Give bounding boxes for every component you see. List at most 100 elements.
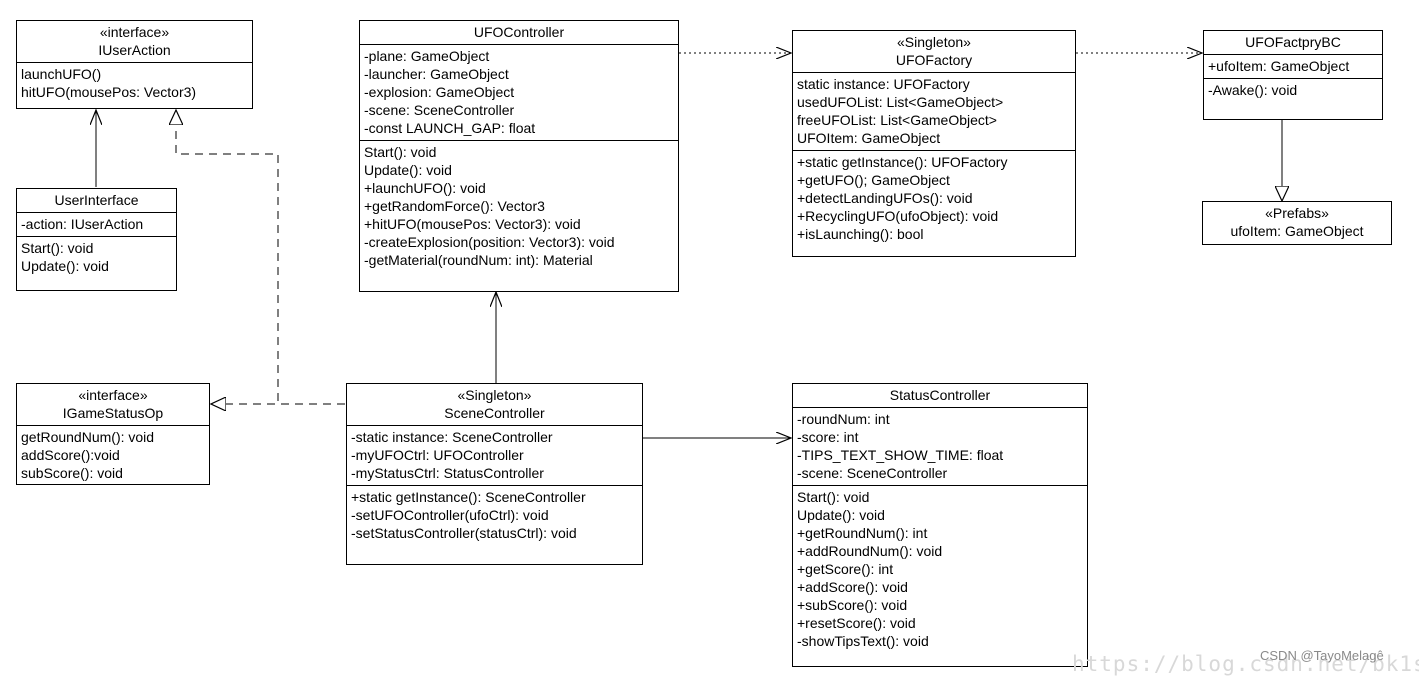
class-igamestatusop[interactable]: «interface» IGameStatusOp getRoundNum():… (16, 383, 210, 485)
attributes-compartment: -static instance: SceneController -myUFO… (347, 426, 642, 486)
attribute-row: -myStatusCtrl: StatusController (351, 465, 544, 481)
watermark-credit: CSDN @TayoMelagê (1260, 648, 1384, 663)
attribute-row: -static instance: SceneController (351, 429, 553, 445)
attributes-compartment: +ufoItem: GameObject (1204, 55, 1382, 79)
class-header: UFOFactpryBC (1204, 31, 1382, 55)
method-row: +hitUFO(mousePos: Vector3): void (364, 216, 581, 232)
methods-compartment: Start(): void Update(): void (17, 237, 176, 278)
methods-compartment: getRoundNum(): void addScore():void subS… (17, 426, 209, 485)
class-ufofactory[interactable]: «Singleton» UFOFactory static instance: … (792, 30, 1076, 257)
method-row: +resetScore(): void (797, 615, 916, 631)
attribute-row: -launcher: GameObject (364, 66, 509, 82)
methods-compartment: +static getInstance(): SceneController -… (347, 486, 642, 545)
method-row: +launchUFO(): void (364, 180, 486, 196)
class-header: «Singleton» UFOFactory (793, 31, 1075, 73)
attributes-compartment: -roundNum: int -score: int -TIPS_TEXT_SH… (793, 408, 1087, 486)
method-row: subScore(): void (21, 465, 123, 481)
method-row: Update(): void (797, 507, 885, 523)
methods-compartment: +static getInstance(): UFOFactory +getUF… (793, 151, 1075, 246)
connector-scenecontroller-realizes-iuseraction (176, 110, 345, 405)
method-row: +getRandomForce(): Vector3 (364, 198, 545, 214)
class-header: UserInterface (17, 189, 176, 213)
attributes-compartment: -action: IUserAction (17, 213, 176, 237)
class-name: StatusController (889, 387, 991, 403)
attribute-row: static instance: UFOFactory (797, 76, 970, 92)
attribute-row: UFOItem: GameObject (797, 130, 941, 146)
method-row: -setUFOController(ufoCtrl): void (351, 507, 549, 523)
attribute-row: -TIPS_TEXT_SHOW_TIME: float (797, 447, 1004, 463)
attribute-row: -plane: GameObject (364, 48, 490, 64)
class-statuscontroller[interactable]: StatusController -roundNum: int -score: … (792, 383, 1088, 667)
method-row: -setStatusController(statusCtrl): void (351, 525, 577, 541)
attribute-row: freeUFOList: List<GameObject> (797, 112, 997, 128)
method-row: -Awake(): void (1208, 82, 1298, 98)
class-scenecontroller[interactable]: «Singleton» SceneController -static inst… (346, 383, 643, 565)
method-row: Update(): void (364, 162, 452, 178)
method-row: +addRoundNum(): void (797, 543, 943, 559)
class-header: «interface» IUserAction (17, 21, 252, 63)
class-ufocontroller[interactable]: UFOController -plane: GameObject -launch… (359, 20, 679, 292)
class-header: «Singleton» SceneController (347, 384, 642, 426)
method-row: Start(): void (364, 144, 437, 160)
method-row: +RecyclingUFO(ufoObject): void (797, 208, 999, 224)
class-name: IUserAction (98, 42, 171, 58)
class-header: «interface» IGameStatusOp (17, 384, 209, 426)
method-row: +getScore(): int (797, 561, 894, 577)
method-row: -showTipsText(): void (797, 633, 929, 649)
method-row: getRoundNum(): void (21, 429, 155, 445)
class-name: UFOFactory (895, 52, 973, 68)
method-row: launchUFO() (21, 66, 102, 82)
methods-compartment: Start(): void Update(): void +launchUFO(… (360, 141, 678, 272)
method-row: addScore():void (21, 447, 120, 463)
attribute-row: -scene: SceneController (797, 465, 948, 481)
method-row: -getMaterial(roundNum: int): Material (364, 252, 593, 268)
method-row: +static getInstance(): SceneController (351, 489, 586, 505)
attribute-row: usedUFOList: List<GameObject> (797, 94, 1004, 110)
method-row: +detectLandingUFOs(): void (797, 190, 973, 206)
method-row: -createExplosion(position: Vector3): voi… (364, 234, 615, 250)
attribute-row: +ufoItem: GameObject (1208, 58, 1350, 74)
attributes-compartment: static instance: UFOFactory usedUFOList:… (793, 73, 1075, 151)
methods-compartment: Start(): void Update(): void +getRoundNu… (793, 486, 1087, 653)
watermark-url: https://blog.csdn.net/bk1s626 (1072, 652, 1419, 676)
attribute-row: -explosion: GameObject (364, 84, 515, 100)
attribute-row: -action: IUserAction (21, 216, 144, 232)
method-row: hitUFO(mousePos: Vector3) (21, 84, 197, 100)
class-stereotype: «interface» (78, 387, 148, 403)
method-row: +static getInstance(): UFOFactory (797, 154, 1008, 170)
attributes-compartment: -plane: GameObject -launcher: GameObject… (360, 45, 678, 141)
method-row: +getUFO(); GameObject (797, 172, 950, 188)
method-row: Start(): void (797, 489, 870, 505)
method-row: Start(): void (21, 240, 94, 256)
class-ufofactprybc[interactable]: UFOFactpryBC +ufoItem: GameObject -Awake… (1203, 30, 1383, 120)
attribute-row: -scene: SceneController (364, 102, 515, 118)
class-prefabs[interactable]: «Prefabs» ufoItem: GameObject (1202, 201, 1392, 245)
attribute-row: -score: int (797, 429, 859, 445)
class-name: UFOController (473, 24, 565, 40)
method-row: +getRoundNum(): int (797, 525, 928, 541)
class-stereotype: «interface» (99, 24, 170, 40)
class-header: UFOController (360, 21, 678, 45)
attribute-row: -roundNum: int (797, 411, 890, 427)
class-header: «Prefabs» ufoItem: GameObject (1203, 202, 1391, 243)
method-row: +isLaunching(): bool (797, 226, 924, 242)
method-row: +subScore(): void (797, 597, 908, 613)
class-name: SceneController (444, 405, 545, 421)
class-name: IGameStatusOp (62, 405, 164, 421)
class-stereotype: «Singleton» (897, 34, 971, 50)
method-row: +addScore(): void (797, 579, 908, 595)
class-iuseraction[interactable]: «interface» IUserAction launchUFO() hitU… (16, 20, 253, 109)
methods-compartment: -Awake(): void (1204, 79, 1382, 102)
method-row: Update(): void (21, 258, 109, 274)
class-userinterface[interactable]: UserInterface -action: IUserAction Start… (16, 188, 177, 291)
attribute-row: -myUFOCtrl: UFOController (351, 447, 524, 463)
methods-compartment: launchUFO() hitUFO(mousePos: Vector3) (17, 63, 252, 104)
class-name: UserInterface (54, 192, 139, 208)
class-stereotype: «Singleton» (457, 387, 532, 403)
attribute-row: -const LAUNCH_GAP: float (364, 120, 536, 136)
class-name: ufoItem: GameObject (1230, 223, 1364, 239)
class-stereotype: «Prefabs» (1265, 205, 1329, 221)
class-name: UFOFactpryBC (1245, 34, 1341, 50)
class-header: StatusController (793, 384, 1087, 408)
